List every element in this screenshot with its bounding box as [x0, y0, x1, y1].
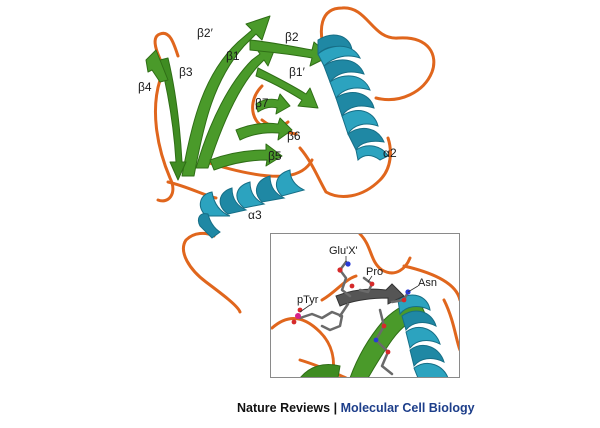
alpha3-helix [198, 170, 304, 238]
label-beta7: β7 [255, 96, 269, 110]
label-beta4: β4 [138, 80, 152, 94]
label-beta2: β2 [285, 30, 299, 44]
phosphate-atom [295, 313, 301, 319]
label-alpha3: α3 [248, 208, 262, 222]
journal-subject: Molecular Cell Biology [341, 401, 475, 415]
oxygen-atom [337, 267, 342, 272]
oxygen-atom [386, 350, 391, 355]
label-beta6: β6 [287, 129, 301, 143]
coil-bottom-tail [183, 233, 240, 312]
label-beta1: β1 [226, 49, 240, 63]
oxygen-atom [382, 324, 387, 329]
label-ptyr: pTyr [297, 294, 319, 306]
nitrogen-atom [345, 261, 350, 266]
label-beta2prime: β2′ [197, 26, 214, 40]
label-beta5: β5 [268, 149, 282, 163]
oxygen-atom [402, 298, 407, 303]
label-pro: Pro [366, 266, 383, 278]
label-alpha2: α2 [383, 146, 397, 160]
nitrogen-atom [374, 338, 379, 343]
oxygen-atom [350, 284, 355, 289]
label-glu: Glu'X' [329, 245, 358, 257]
label-asn: Asn [418, 277, 437, 289]
journal-name: Nature Reviews [237, 401, 330, 415]
inset-closeup: Glu'X' Pro Asn pTyr [271, 234, 461, 379]
label-beta3: β3 [179, 65, 193, 79]
journal-credit: Nature Reviews | Molecular Cell Biology [237, 401, 475, 415]
label-beta1prime: β1′ [289, 65, 306, 79]
oxygen-atom [370, 282, 375, 287]
journal-separator: | [330, 401, 340, 415]
oxygen-atom [292, 320, 297, 325]
